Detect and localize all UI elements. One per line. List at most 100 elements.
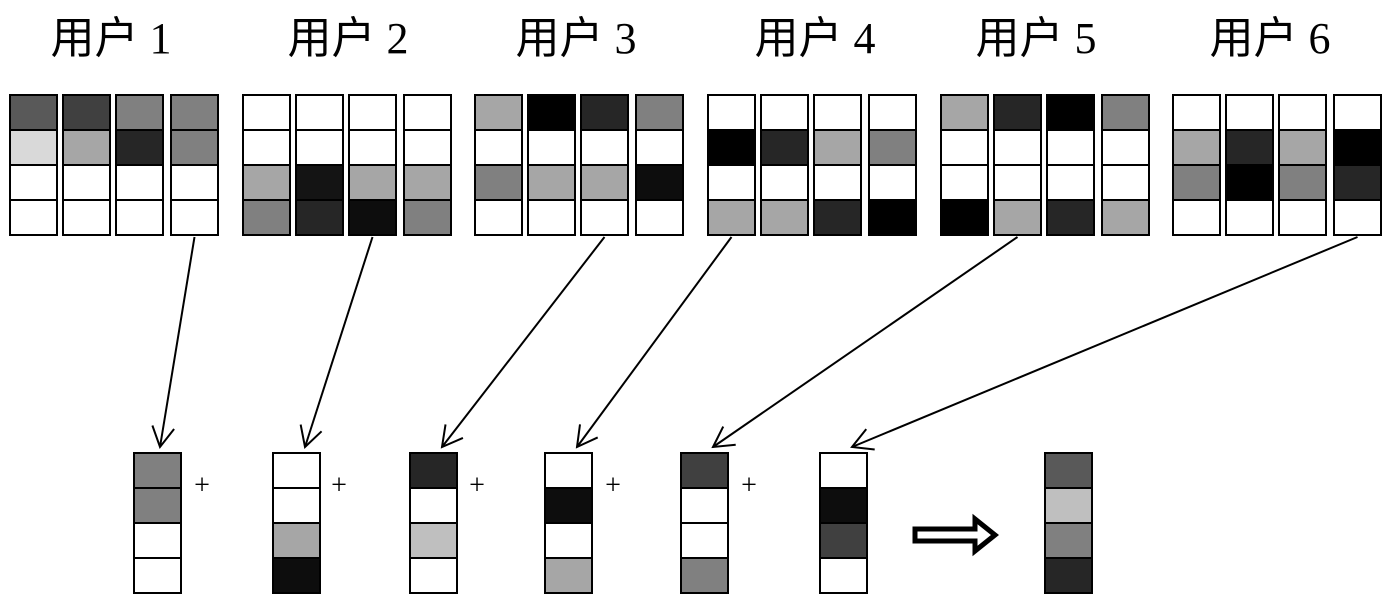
arrow-user-5	[713, 237, 1018, 447]
user-6-column-2-cell-3	[1226, 165, 1273, 200]
user-1-column-2-cell-1	[63, 95, 110, 130]
user-2-column-4-cell-4	[404, 200, 451, 235]
user-5-column-3-cell-3	[1047, 165, 1094, 200]
user-5-column-3-cell-2	[1047, 130, 1094, 165]
user-6-column-3-cell-4	[1279, 200, 1326, 235]
plus-sign-5: +	[741, 470, 757, 501]
user-2-column-4-cell-1	[404, 95, 451, 130]
selected-vector-6-cell-1	[820, 453, 867, 488]
selected-vector-3	[410, 453, 457, 593]
plus-sign-2: +	[331, 470, 347, 501]
user-5-column-4-cell-4	[1102, 200, 1149, 235]
user-1-column-4	[171, 95, 218, 235]
user-2-column-3-cell-1	[349, 95, 396, 130]
selected-vectors	[134, 453, 867, 593]
selected-vector-1-cell-1	[134, 453, 181, 488]
user-6-column-3-cell-2	[1279, 130, 1326, 165]
user-3-column-1-cell-3	[475, 165, 522, 200]
user-5-column-4-cell-2	[1102, 130, 1149, 165]
user-5-column-1	[941, 95, 988, 235]
user-4-column-1-cell-2	[708, 130, 755, 165]
user-6-column-1-cell-1	[1173, 95, 1220, 130]
user-1-column-4-cell-1	[171, 95, 218, 130]
selected-vector-5-cell-2	[681, 488, 728, 523]
user-4-column-2-cell-2	[761, 130, 808, 165]
selected-vector-1-cell-2	[134, 488, 181, 523]
user-3-column-3-cell-4	[581, 200, 628, 235]
selected-vector-5	[681, 453, 728, 593]
user-6-column-3	[1279, 95, 1326, 235]
user-4-column-3-cell-3	[814, 165, 861, 200]
user-4-column-1	[708, 95, 755, 235]
user-3-column-3-cell-1	[581, 95, 628, 130]
user-2-column-2-cell-3	[296, 165, 343, 200]
arrow-user-3	[442, 237, 605, 447]
arrow-user-1	[160, 237, 195, 447]
result-vector-column	[1045, 453, 1092, 593]
user-label-5: 用户 5	[976, 14, 1097, 63]
selected-vector-4-cell-2	[545, 488, 592, 523]
user-6-column-3-cell-3	[1279, 165, 1326, 200]
user-3-column-3-cell-2	[581, 130, 628, 165]
user-label-6: 用户 6	[1210, 14, 1331, 63]
plus-sign-4: +	[605, 470, 621, 501]
selected-vector-3-cell-1	[410, 453, 457, 488]
user-1-column-1-cell-1	[10, 95, 57, 130]
user-5-column-2-cell-2	[994, 130, 1041, 165]
selected-vector-1	[134, 453, 181, 593]
user-5-column-2	[994, 95, 1041, 235]
user-2-column-4	[404, 95, 451, 235]
user-6-column-4-cell-3	[1334, 165, 1381, 200]
user-grid-4	[708, 95, 916, 235]
selected-vector-2-cell-3	[273, 523, 320, 558]
user-grid-3	[475, 95, 683, 235]
user-4-column-4-cell-4	[869, 200, 916, 235]
selected-vector-6-cell-4	[820, 558, 867, 593]
user-1-column-2	[63, 95, 110, 235]
user-grid-2	[243, 95, 451, 235]
selected-vector-4-cell-4	[545, 558, 592, 593]
user-6-column-1-cell-2	[1173, 130, 1220, 165]
user-2-column-4-cell-2	[404, 130, 451, 165]
user-6-column-4-cell-2	[1334, 130, 1381, 165]
plus-sign-1: +	[194, 470, 210, 501]
user-1-column-3-cell-3	[116, 165, 163, 200]
user-5-column-3-cell-4	[1047, 200, 1094, 235]
selected-vector-4	[545, 453, 592, 593]
user-1-column-1-cell-4	[10, 200, 57, 235]
user-5-column-4-cell-3	[1102, 165, 1149, 200]
user-1-column-3-cell-1	[116, 95, 163, 130]
arrow-user-2	[305, 237, 373, 447]
arrow-user-4	[577, 237, 732, 447]
user-grid-1	[10, 95, 218, 235]
user-3-column-1-cell-2	[475, 130, 522, 165]
user-5-column-2-cell-3	[994, 165, 1041, 200]
user-6-column-4-cell-4	[1334, 200, 1381, 235]
user-1-column-2-cell-4	[63, 200, 110, 235]
user-6-column-1-cell-4	[1173, 200, 1220, 235]
user-6-column-1	[1173, 95, 1220, 235]
user-1-column-2-cell-2	[63, 130, 110, 165]
user-5-column-3	[1047, 95, 1094, 235]
user-2-column-2-cell-4	[296, 200, 343, 235]
user-3-column-4	[636, 95, 683, 235]
selected-vector-5-cell-4	[681, 558, 728, 593]
user-5-column-4	[1102, 95, 1149, 235]
selected-vector-3-cell-2	[410, 488, 457, 523]
user-4-column-3	[814, 95, 861, 235]
user-2-column-2-cell-1	[296, 95, 343, 130]
user-6-column-2-cell-1	[1226, 95, 1273, 130]
user-1-column-4-cell-3	[171, 165, 218, 200]
user-1-column-3-cell-4	[116, 200, 163, 235]
result-vector	[1045, 453, 1092, 593]
selected-vector-5-cell-1	[681, 453, 728, 488]
user-3-column-1-cell-1	[475, 95, 522, 130]
user-labels: 用户 1 用户 2 用户 3 用户 4 用户 5 用户 6	[51, 14, 1331, 63]
user-4-column-2-cell-1	[761, 95, 808, 130]
result-vector-column-cell-1	[1045, 453, 1092, 488]
result-vector-column-cell-3	[1045, 523, 1092, 558]
user-5-column-4-cell-1	[1102, 95, 1149, 130]
user-3-column-3-cell-3	[581, 165, 628, 200]
user-6-column-4-cell-1	[1334, 95, 1381, 130]
